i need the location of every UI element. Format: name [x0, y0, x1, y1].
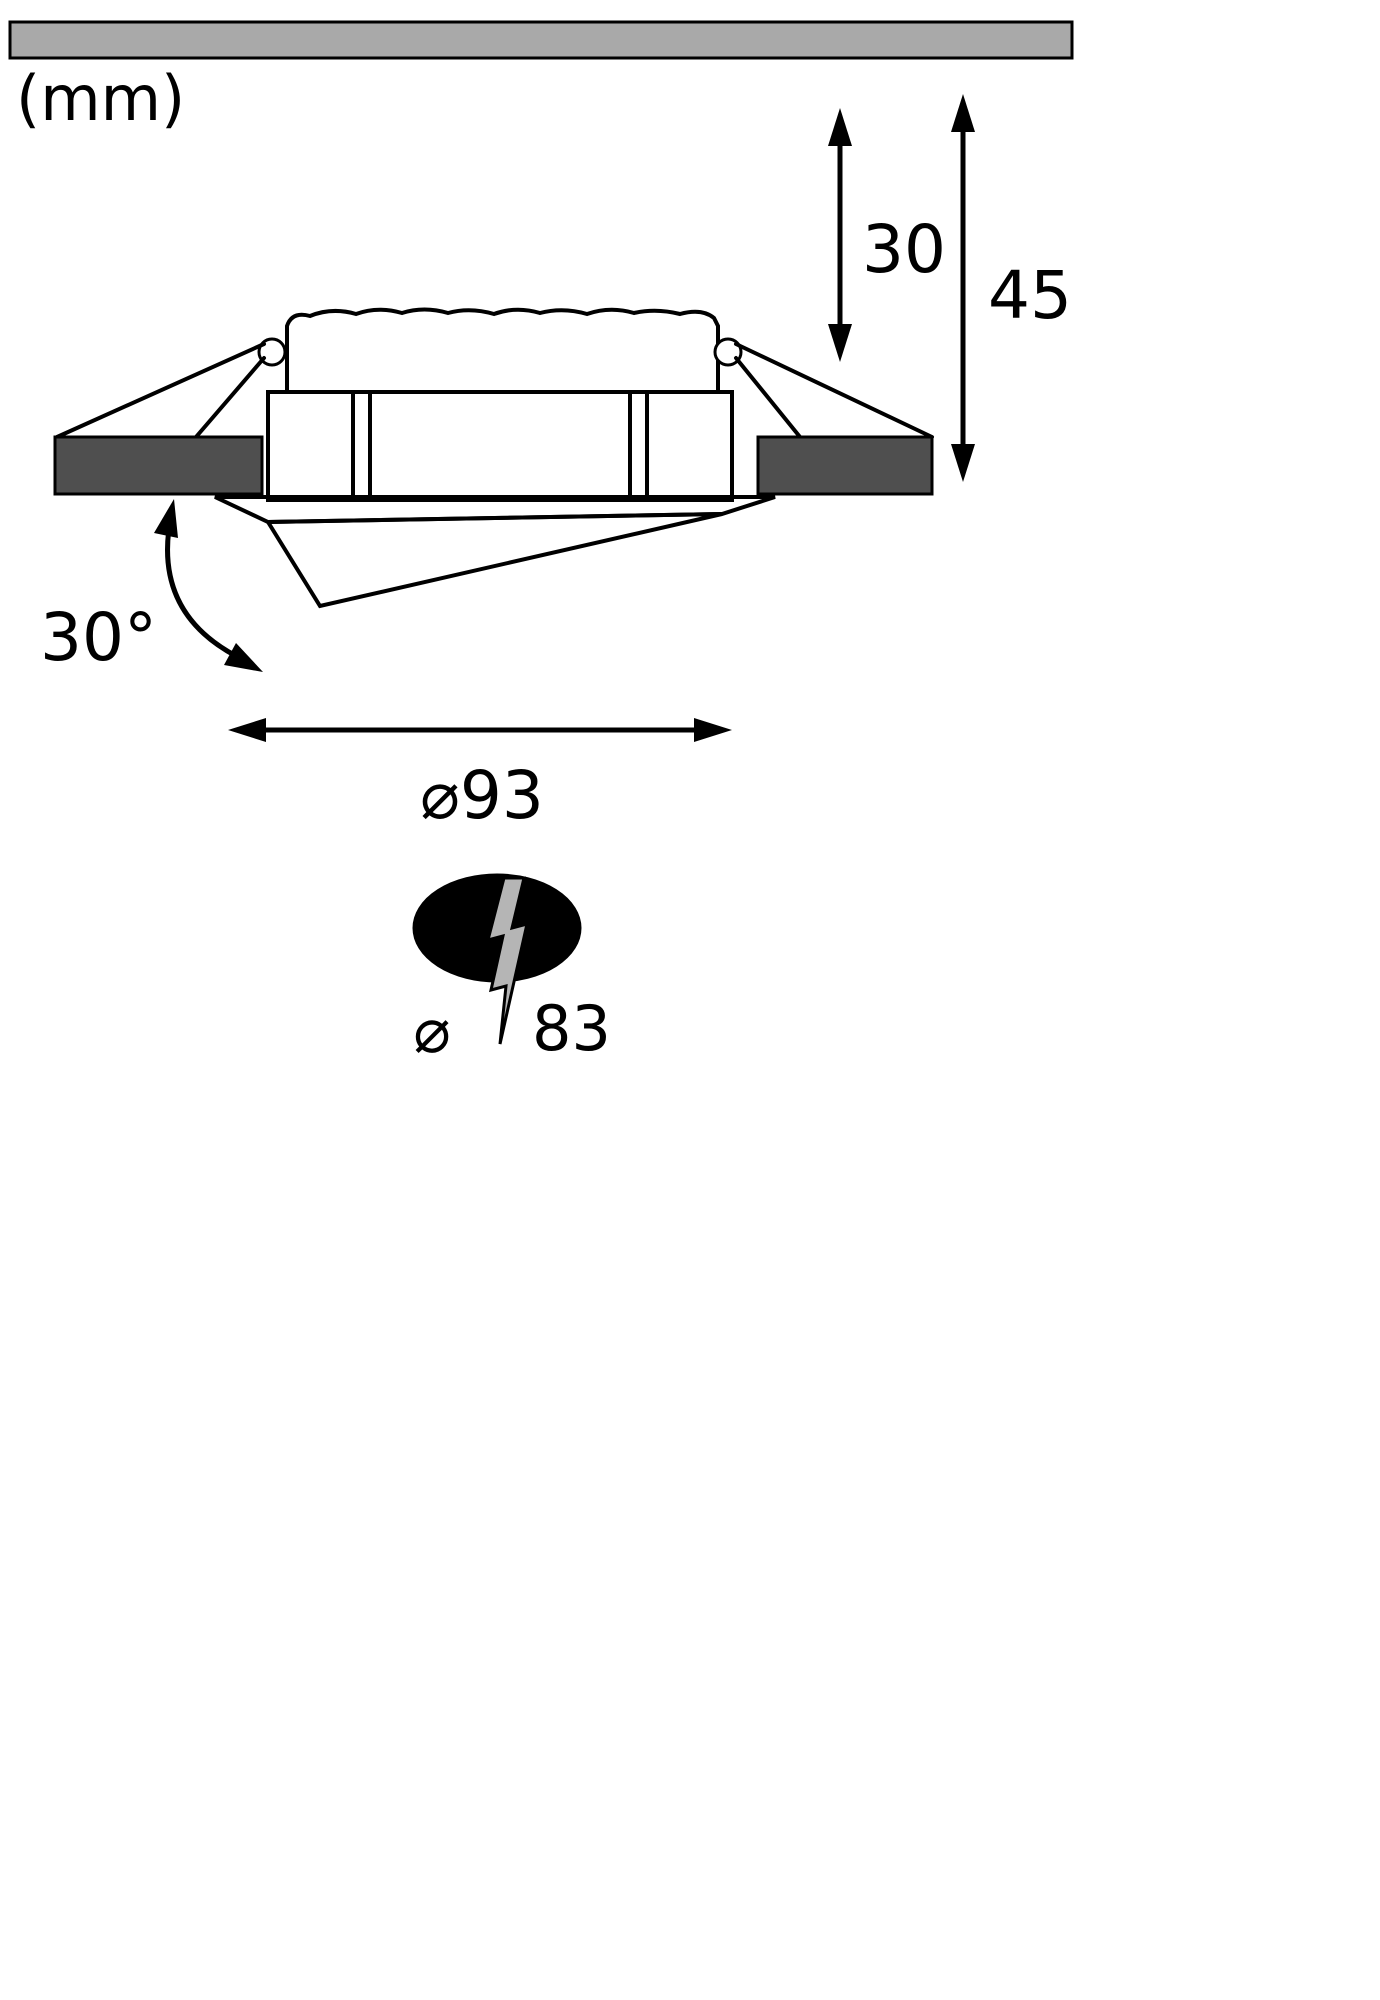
dim-label-45: 45: [988, 257, 1072, 334]
dim-arrow-45: [951, 94, 975, 482]
flange-left: [53, 435, 264, 496]
tilt-arrow: [154, 499, 263, 672]
unit-label: (mm): [16, 62, 185, 135]
cutout-dia-value: 83: [532, 992, 611, 1065]
spring-right: [734, 342, 934, 439]
tilt-angle-label: 30°: [40, 599, 157, 676]
housing: [266, 390, 734, 502]
diameter-label: ⌀93: [420, 757, 544, 834]
dim-label-30: 30: [862, 211, 946, 288]
flange-right: [756, 435, 934, 496]
dim-arrow-30: [828, 108, 852, 362]
lamp-module: [285, 307, 720, 394]
lightning-bolt-icon: [485, 876, 530, 1045]
ceiling-bar: [8, 20, 1074, 60]
diameter-arrow: [228, 718, 732, 742]
spring-left: [55, 342, 266, 439]
tilted-face: [264, 512, 723, 609]
cutout-dia-symbol: ⌀: [413, 994, 450, 1067]
